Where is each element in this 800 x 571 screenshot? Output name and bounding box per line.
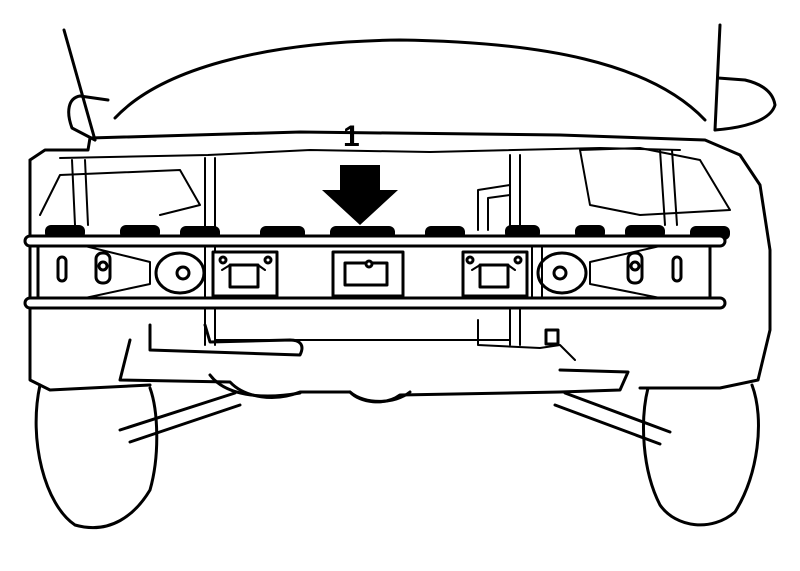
headlight-right	[579, 147, 731, 216]
plate-center-hole	[364, 259, 374, 269]
gusset-right	[589, 245, 661, 299]
left-mirror	[67, 94, 110, 142]
plate-left-hole-b	[263, 255, 273, 265]
down-arrow-icon	[322, 165, 398, 225]
end-slot-left	[56, 255, 68, 283]
left-tire	[34, 383, 159, 530]
right-mirror	[713, 76, 777, 132]
left-a-pillar	[62, 28, 97, 142]
plate-left-hole-a	[218, 255, 228, 265]
differential	[208, 373, 412, 403]
side-hole-left	[97, 260, 109, 272]
bolt-left	[175, 265, 191, 281]
plate-right-hole-a	[465, 255, 475, 265]
bolt-right	[552, 265, 568, 281]
headlight-left	[39, 169, 201, 216]
left-bracket	[71, 159, 89, 226]
sensor-connector	[544, 328, 560, 346]
end-slot-right	[671, 255, 683, 283]
underbody-crossmember	[118, 338, 630, 404]
lower-arm-right	[553, 391, 672, 446]
gusset-left	[84, 245, 151, 299]
fascia-outline	[28, 130, 772, 392]
bumper-reinforcement	[23, 234, 727, 310]
callout-label: 1	[343, 120, 360, 153]
lower-arm-left	[118, 391, 242, 444]
hood-outline	[113, 38, 707, 122]
plate-right-step	[471, 264, 516, 271]
plate-right-hole-b	[513, 255, 523, 265]
side-hole-right	[629, 260, 641, 272]
plate-right-inner	[478, 263, 510, 289]
sensor-cable	[477, 319, 576, 361]
plate-left-inner	[228, 263, 260, 289]
right-tire	[642, 383, 760, 527]
plate-left-step	[221, 264, 266, 271]
radiator-hose	[477, 184, 511, 231]
right-bracket	[659, 149, 678, 226]
